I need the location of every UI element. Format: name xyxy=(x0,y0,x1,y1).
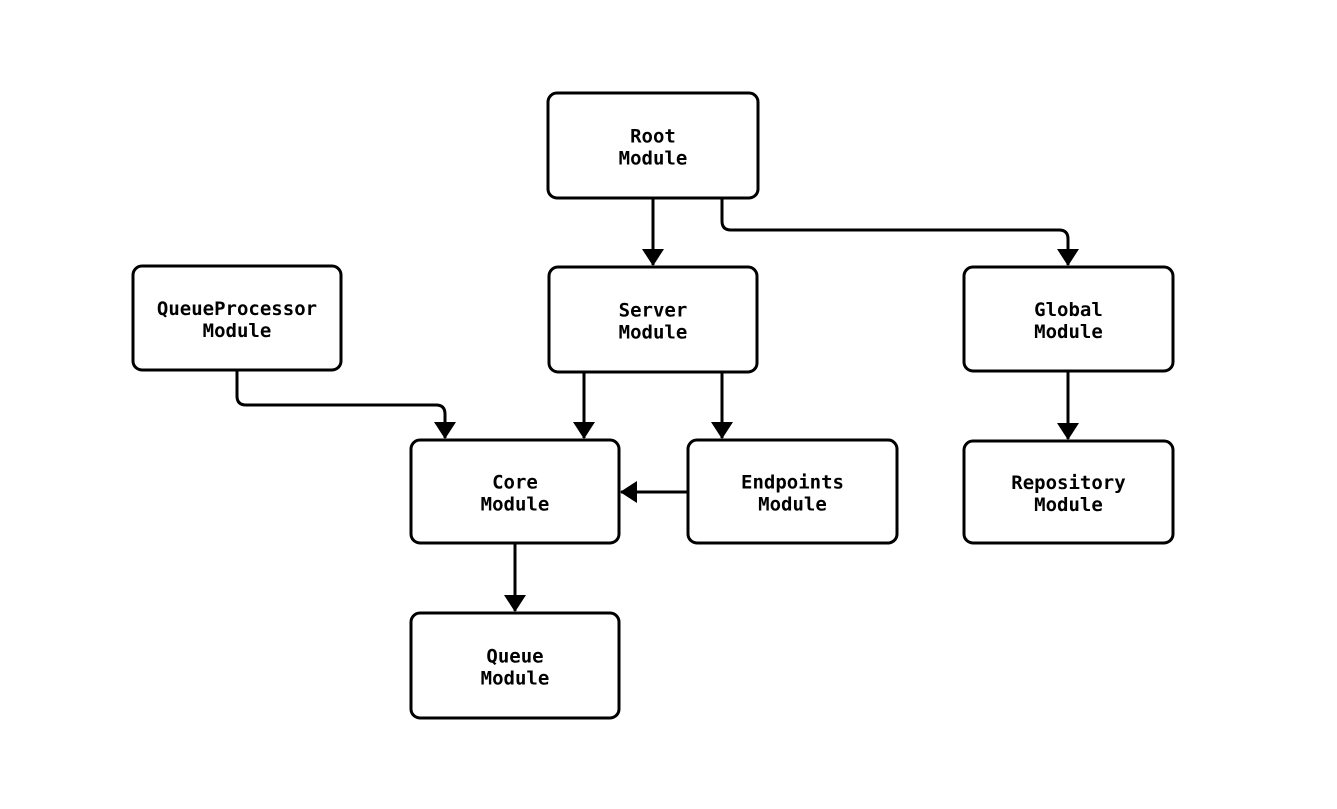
endpoints-module-label-line-1: Endpoints xyxy=(741,472,844,494)
core-module-label-line-2: Module xyxy=(481,494,550,516)
endpoints-module-box xyxy=(686,438,899,545)
global-module-label-line-2: Module xyxy=(1034,321,1103,343)
server-module-box xyxy=(547,265,759,374)
queue-module-box xyxy=(409,611,621,720)
queue-module-label-line-1: Queue xyxy=(486,646,543,668)
core-module-box xyxy=(409,438,621,545)
queueprocessor-module-label-line-1: QueueProcessor xyxy=(157,298,317,320)
root-module-label-line-1: Root xyxy=(630,126,676,148)
repository-module-label-line-1: Repository xyxy=(1011,472,1125,494)
global-module-label-line-1: Global xyxy=(1034,299,1103,321)
queueprocessor-module-label-line-2: Module xyxy=(203,320,272,342)
repository-module-box xyxy=(962,439,1175,545)
global-module-box xyxy=(962,265,1175,373)
edge-queueprocessor-to-core xyxy=(235,370,456,439)
edge-root-to-global xyxy=(720,198,1079,266)
core-module-label-line-1: Core xyxy=(492,472,538,494)
root-module-label-line-2: Module xyxy=(619,148,688,170)
queueprocessor-module-box xyxy=(131,264,343,372)
server-module-label-line-2: Module xyxy=(619,322,688,344)
server-module-label-line-1: Server xyxy=(619,300,688,322)
queue-module-label-line-2: Module xyxy=(481,668,550,690)
endpoints-module-label-line-2: Module xyxy=(758,494,827,516)
repository-module-label-line-2: Module xyxy=(1034,494,1103,516)
root-module-box xyxy=(546,91,760,200)
edges-layer xyxy=(235,198,1079,612)
